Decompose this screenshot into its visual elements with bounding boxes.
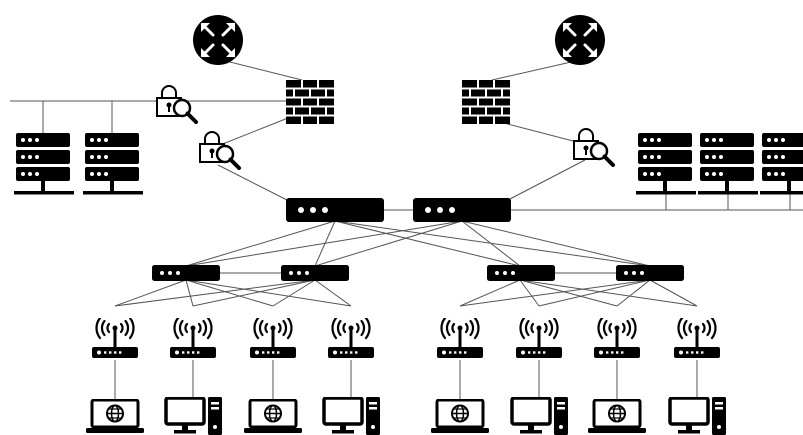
wireless-access-point-icon	[168, 318, 218, 360]
access-switch-icon	[616, 265, 684, 281]
laptop-globe-icon	[431, 399, 489, 433]
wireless-access-point-icon	[592, 318, 642, 360]
desktop-tower-icon	[668, 397, 728, 435]
desktop-tower-icon	[510, 397, 570, 435]
laptop-globe-icon	[588, 399, 646, 433]
access-switch-icon	[281, 265, 349, 281]
server-rack-icon	[636, 133, 696, 195]
router-icon	[192, 14, 244, 66]
wireless-access-point-icon	[435, 318, 485, 360]
wireless-access-point-icon	[672, 318, 722, 360]
server-rack-icon	[698, 133, 758, 195]
desktop-tower-icon	[164, 397, 224, 435]
server-rack-icon	[760, 133, 803, 195]
laptop-globe-icon	[86, 399, 144, 433]
firewall-brick-icon	[462, 80, 510, 124]
right-server-drops	[665, 192, 791, 210]
server-rack-icon	[14, 133, 74, 195]
access-switch-icon	[152, 265, 220, 281]
lock-magnifier-icon	[572, 127, 615, 167]
wireless-access-point-icon	[248, 318, 298, 360]
access-switch-icon	[487, 265, 555, 281]
server-rack-icon	[83, 133, 143, 195]
laptop-globe-icon	[244, 399, 302, 433]
router-icon	[554, 14, 606, 66]
firewall-brick-icon	[286, 80, 334, 124]
wireless-access-point-icon	[326, 318, 376, 360]
lock-magnifier-icon	[198, 130, 241, 170]
core-switch-icon	[413, 198, 511, 222]
wireless-access-point-icon	[514, 318, 564, 360]
wireless-access-point-icon	[90, 318, 140, 360]
lock-magnifier-icon	[155, 84, 198, 124]
connection-lines	[10, 59, 803, 400]
core-switch-icon	[286, 198, 384, 222]
desktop-tower-icon	[322, 397, 382, 435]
